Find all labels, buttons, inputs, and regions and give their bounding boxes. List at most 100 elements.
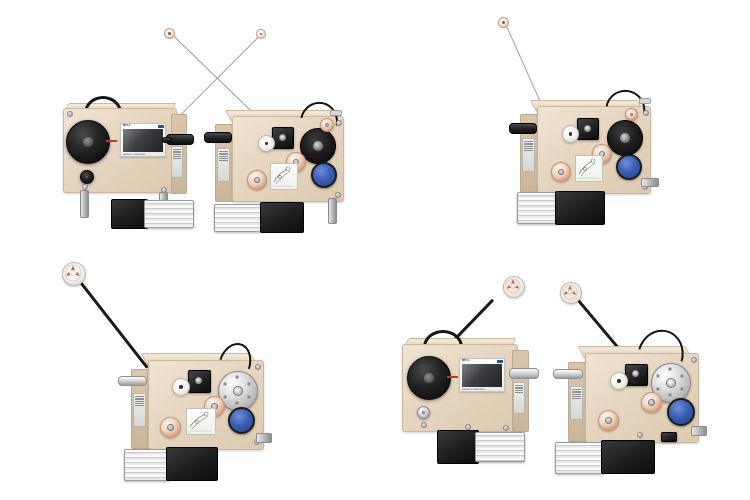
spec-photo-label: MTC-1 MAGNETIC TENSIONER (459, 358, 505, 392)
corner-screw-bottom-mid (465, 424, 471, 430)
plate-line (524, 144, 533, 146)
plate-line (572, 388, 581, 390)
base-black-block (437, 430, 479, 464)
copper-knob-upper[interactable] (641, 392, 662, 413)
numbered-tension-dial[interactable] (651, 363, 691, 403)
plate-line (219, 157, 228, 159)
device-3-rear-view: device-3 (509, 86, 665, 227)
group-top-right: device-3 (375, 0, 750, 250)
plate-line (515, 388, 523, 390)
corner-screw-bottom-right (335, 192, 341, 198)
spec-data-plate (522, 138, 535, 172)
flower-wheel-left-icon (505, 278, 521, 294)
tension-dial[interactable] (66, 120, 110, 164)
device-6-id: device-6 (563, 336, 564, 337)
sensor-screw (279, 134, 286, 141)
threading-diagram-label (575, 155, 603, 182)
label-photo (123, 129, 163, 152)
device-5-id: device-5 (397, 330, 398, 331)
copper-knob-lower[interactable] (551, 162, 571, 182)
plate-line (173, 148, 181, 150)
ceramic-disc-roller[interactable] (607, 120, 643, 156)
copper-knob-lower[interactable] (247, 170, 267, 190)
device-2-id: device-2 (208, 102, 209, 103)
corner-screw-top-right (255, 364, 261, 370)
dial-pointer-icon (447, 376, 458, 378)
plate-line (515, 390, 523, 392)
side-lever[interactable] (553, 369, 583, 379)
plate-line (524, 142, 533, 144)
plate-line (524, 140, 533, 142)
spec-data-plate (171, 146, 183, 178)
blue-indicator-dial[interactable] (311, 162, 337, 188)
small-black-knob[interactable] (80, 170, 94, 184)
plate-line (173, 154, 181, 156)
plate-line (173, 150, 181, 152)
device-2-rear-view: device-2 (204, 98, 358, 233)
copper-knob-top-right[interactable] (320, 118, 334, 132)
copper-knob-lower[interactable] (160, 417, 181, 438)
ceramic-guide-roller (258, 135, 275, 152)
side-lever[interactable] (204, 132, 232, 143)
copper-knob-top-right[interactable] (625, 108, 638, 121)
base-black-block (260, 202, 304, 233)
base-finned-aluminium (555, 442, 605, 474)
label-title: MTC-1 (462, 359, 470, 362)
ceramic-guide-roller (562, 125, 579, 143)
plate-line (173, 152, 181, 154)
side-lever[interactable] (118, 376, 147, 386)
label-color-tab (158, 125, 164, 128)
blue-indicator-dial[interactable] (667, 398, 695, 426)
plate-line (572, 397, 581, 399)
base-black-block (601, 440, 655, 474)
flower-wheel-icon (64, 264, 82, 282)
outlet-nipple (256, 433, 272, 443)
base-finned-aluminium (517, 192, 559, 224)
side-lever[interactable] (509, 368, 539, 379)
dial-numbers-icon (223, 375, 251, 405)
corner-screw-bottom-left (82, 184, 88, 190)
spec-data-plate (570, 386, 583, 420)
corner-screw-top-right (691, 357, 697, 363)
plate-line (219, 150, 228, 152)
sensor-screw (632, 370, 639, 377)
plate-line (524, 146, 533, 148)
ceramic-disc-roller[interactable] (300, 128, 336, 164)
side-lever[interactable] (509, 123, 537, 134)
spec-photo-label: MTC-1 MAGNETIC TENSIONER (120, 123, 166, 157)
plate-line (219, 156, 228, 158)
spec-data-plate (133, 393, 146, 427)
plate-line (524, 147, 533, 149)
mounting-post-left (80, 190, 89, 218)
tension-dial[interactable] (407, 356, 451, 400)
base-finned-aluminium (475, 432, 525, 462)
group-bottom-left: device-4 (0, 250, 375, 500)
device-4-id: device-4 (126, 343, 127, 344)
mounting-post-right (328, 198, 337, 224)
plate-line (135, 401, 144, 403)
device-2-cable-tail (330, 110, 342, 116)
guide-eyelet-left-icon (164, 28, 175, 39)
copper-knob-lower[interactable] (598, 410, 619, 431)
corner-screw-top-right (336, 120, 342, 126)
flower-wheel-right-icon (562, 284, 578, 300)
base-finned-aluminium (124, 449, 170, 481)
blue-indicator-dial[interactable] (616, 154, 642, 180)
plate-line (219, 152, 228, 154)
corner-screw-top-left (67, 111, 73, 117)
plate-line (524, 149, 533, 151)
small-silver-knob[interactable] (417, 406, 430, 419)
base-finned-aluminium (144, 200, 194, 228)
label-footer: MAGNETIC TENSIONER (462, 388, 485, 391)
plate-line (135, 399, 144, 401)
blue-indicator-dial[interactable] (228, 407, 255, 434)
plate-line (135, 402, 144, 404)
side-lever-stem (162, 137, 172, 143)
plate-line (219, 159, 228, 161)
corner-screw-top-right (643, 110, 649, 116)
outlet-nipple (691, 426, 707, 436)
guide-eyelet-icon (498, 17, 509, 28)
label-title: MTC-1 (123, 124, 131, 127)
group-bottom-right: device-5 MTC-1 MAGNETIC TENSIONER (375, 250, 750, 500)
plate-line (219, 154, 228, 156)
